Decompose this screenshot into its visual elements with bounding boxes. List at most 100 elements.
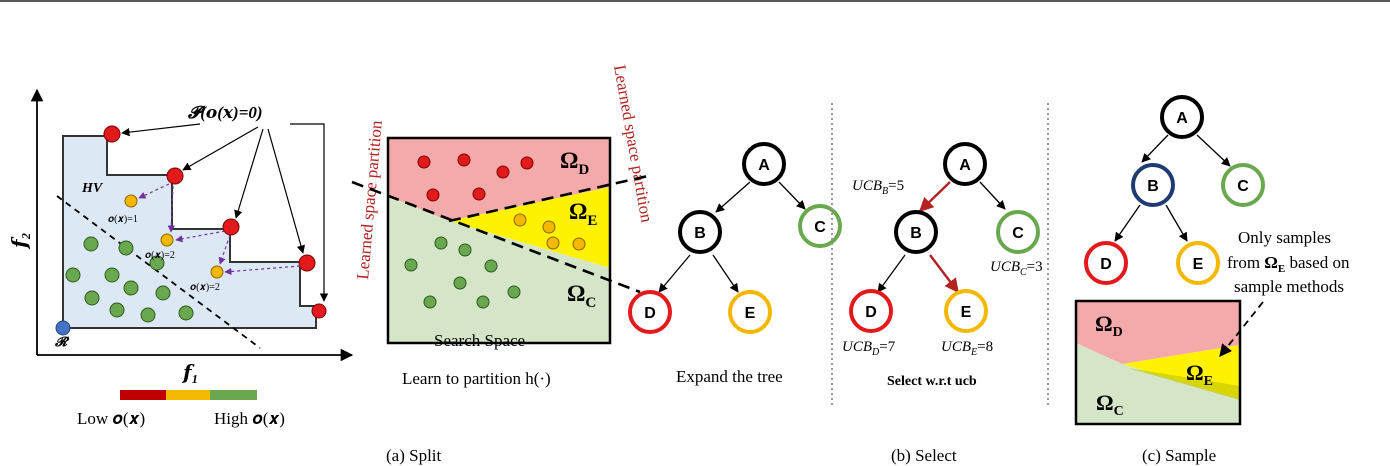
tree3-node-a <box>1160 95 1204 139</box>
green-point <box>65 267 81 283</box>
tree3-label-e: E <box>1193 256 1204 273</box>
green-points <box>65 236 194 323</box>
tree2-label-d: D <box>865 304 877 321</box>
hv-label: HV <box>81 181 104 196</box>
learn-caption: Learn to partition h(·) <box>402 369 551 388</box>
pareto-points <box>103 125 327 319</box>
tree3-node-c <box>1221 163 1265 207</box>
omega-d-label: ΩD <box>560 148 589 178</box>
pareto-point <box>222 218 240 236</box>
sample-highlight <box>1128 368 1240 400</box>
search-space-frame <box>386 136 612 345</box>
partition-label-1: Learned space partition <box>353 119 386 280</box>
red-point <box>417 155 431 169</box>
red-point <box>520 156 534 170</box>
split-caption: (a) Split <box>386 446 442 465</box>
tree2-node-e <box>944 289 988 333</box>
yellow-point <box>572 237 586 251</box>
red-point <box>472 187 486 201</box>
tree2-label-e: E <box>961 304 972 321</box>
green-point <box>404 258 418 272</box>
tree2-label-b: B <box>910 225 922 242</box>
purple-arrows <box>138 183 301 276</box>
sample-note-line1: Only samples <box>1238 228 1331 247</box>
region-d <box>388 138 610 221</box>
sample-note-line2: from ΩE based on <box>1227 253 1350 275</box>
tree1-label-c: C <box>814 219 826 236</box>
point-label-2: 𝒐(𝒙)=2 <box>145 250 175 261</box>
yellow-point <box>546 236 560 250</box>
red-point <box>426 188 440 202</box>
sample-omega-c: ΩC <box>1096 390 1124 419</box>
pareto-point <box>166 167 184 185</box>
tree3-label-b: B <box>1147 178 1159 195</box>
tree3-node-b <box>1131 163 1175 207</box>
yellow-point <box>210 265 224 279</box>
legend-mid-swatch <box>166 390 210 400</box>
partition-label-2: Learned space partition <box>610 63 657 224</box>
tree1-node-b <box>678 210 722 254</box>
tree1-label-b: B <box>694 225 706 242</box>
green-point <box>140 307 156 323</box>
tree2-node-c <box>996 210 1040 254</box>
hv-dashed-line <box>56 195 261 349</box>
tree1-node-e <box>728 290 772 334</box>
sample-region-d <box>1076 301 1240 364</box>
yellow-point <box>160 233 174 247</box>
expand-tree: A B C D E <box>628 142 842 334</box>
ucb-b-label: UCBB=5 <box>852 178 904 197</box>
green-point <box>484 259 498 273</box>
sample-region-c <box>1076 343 1240 424</box>
tree1-label-a: A <box>758 157 770 174</box>
tree1-node-c <box>798 204 842 248</box>
legend-low-swatch <box>120 390 166 400</box>
sample-tree: A B C D E <box>1084 95 1265 285</box>
green-point <box>84 290 100 306</box>
tree3-node-d <box>1084 241 1128 285</box>
select-panel-caption: (b) Select <box>891 446 957 465</box>
red-point <box>496 165 510 179</box>
selected-edge-ab <box>918 181 951 213</box>
green-point <box>104 267 120 283</box>
region-e-points <box>513 213 586 251</box>
axis-x-label: 𝒇₁ <box>181 362 199 384</box>
sample-note-line3: sample methods <box>1234 277 1344 296</box>
tree3-label-c: C <box>1237 178 1249 195</box>
select-tree: A B C D E <box>849 142 1040 333</box>
green-point <box>507 285 521 299</box>
omega-e-label: ΩE <box>569 199 597 229</box>
pof-arrows <box>121 123 329 302</box>
reference-point <box>55 320 71 336</box>
tree3-node-e <box>1176 241 1220 285</box>
sample-panel-caption: (c) Sample <box>1142 446 1216 465</box>
tree2-node-a <box>943 142 987 186</box>
reference-label: 𝓡 <box>54 334 70 349</box>
yellow-point <box>513 213 527 227</box>
tree2-label-a: A <box>959 157 971 174</box>
expand-caption: Expand the tree <box>676 367 783 386</box>
point-label-1: 𝒐(𝒙)=1 <box>108 214 138 225</box>
tree1-node-a <box>742 142 786 186</box>
tree2-node-d <box>849 289 893 333</box>
green-point <box>118 240 134 256</box>
green-point <box>109 302 125 318</box>
region-c-points <box>404 236 521 309</box>
green-point <box>123 280 139 296</box>
tree3-label-d: D <box>1100 256 1112 273</box>
pareto-point <box>298 254 316 272</box>
objective-legend: Low 𝒐(𝒙) High 𝒐(𝒙) <box>77 390 285 428</box>
yellow-point <box>542 220 556 234</box>
axis-y-label: 𝒇₂ <box>9 232 31 250</box>
pareto-point <box>103 125 121 143</box>
omega-c-label: ΩC <box>567 281 596 311</box>
green-point <box>434 236 448 250</box>
pareto-point <box>311 303 327 319</box>
region-c <box>388 196 610 343</box>
ucb-d-label: UCBD=7 <box>842 339 896 358</box>
green-point <box>476 295 490 309</box>
search-space-panel: Learned space partition Learned space pa… <box>351 63 657 388</box>
point-label-3: 𝒐(𝒙)=2 <box>190 282 220 293</box>
region-e <box>449 187 610 268</box>
sample-box: ΩD ΩE ΩC <box>1074 299 1242 426</box>
